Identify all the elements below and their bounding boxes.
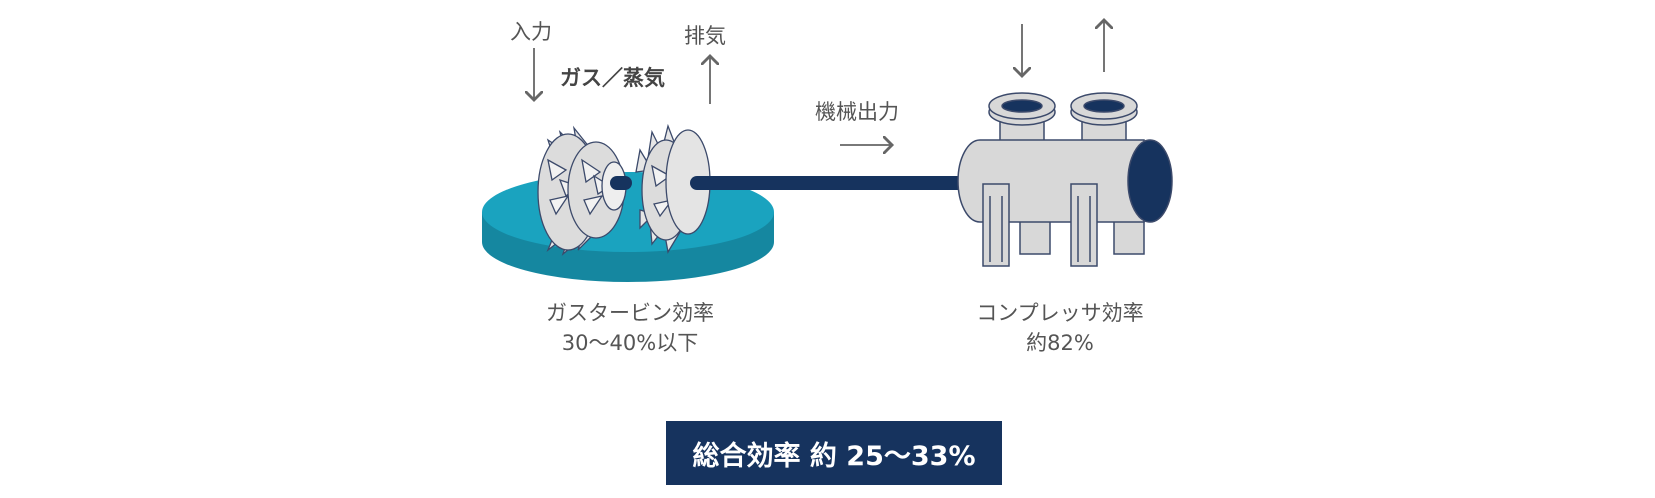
mechanical-output-label: 機械出力 bbox=[815, 100, 899, 124]
total-efficiency-badge: 総合効率 約 25〜33% bbox=[666, 421, 1002, 485]
flow-arrows bbox=[534, 20, 1104, 145]
turbine-rotor-right bbox=[635, 123, 711, 254]
compressor-efficiency-title: コンプレッサ効率 bbox=[976, 301, 1144, 325]
turbine-hub bbox=[610, 176, 632, 190]
compressor-body bbox=[957, 92, 1173, 267]
turbine-rotor-left bbox=[537, 125, 627, 256]
exhaust-label: 排気 bbox=[684, 24, 726, 48]
drive-shaft bbox=[690, 176, 966, 190]
turbine-efficiency-title: ガスタービン効率 bbox=[546, 301, 714, 325]
compressor-efficiency-value: 約82% bbox=[1026, 331, 1094, 355]
turbine-efficiency-caption: ガスタービン効率 30〜40%以下 bbox=[510, 298, 750, 358]
input-label: 入力 bbox=[510, 20, 552, 44]
turbine-efficiency-value: 30〜40%以下 bbox=[561, 331, 699, 355]
compressor-efficiency-caption: コンプレッサ効率 約82% bbox=[940, 298, 1180, 358]
fuel-label: ガス／蒸気 bbox=[560, 66, 665, 90]
total-efficiency-label: 総合効率 約 25〜33% bbox=[692, 440, 976, 472]
